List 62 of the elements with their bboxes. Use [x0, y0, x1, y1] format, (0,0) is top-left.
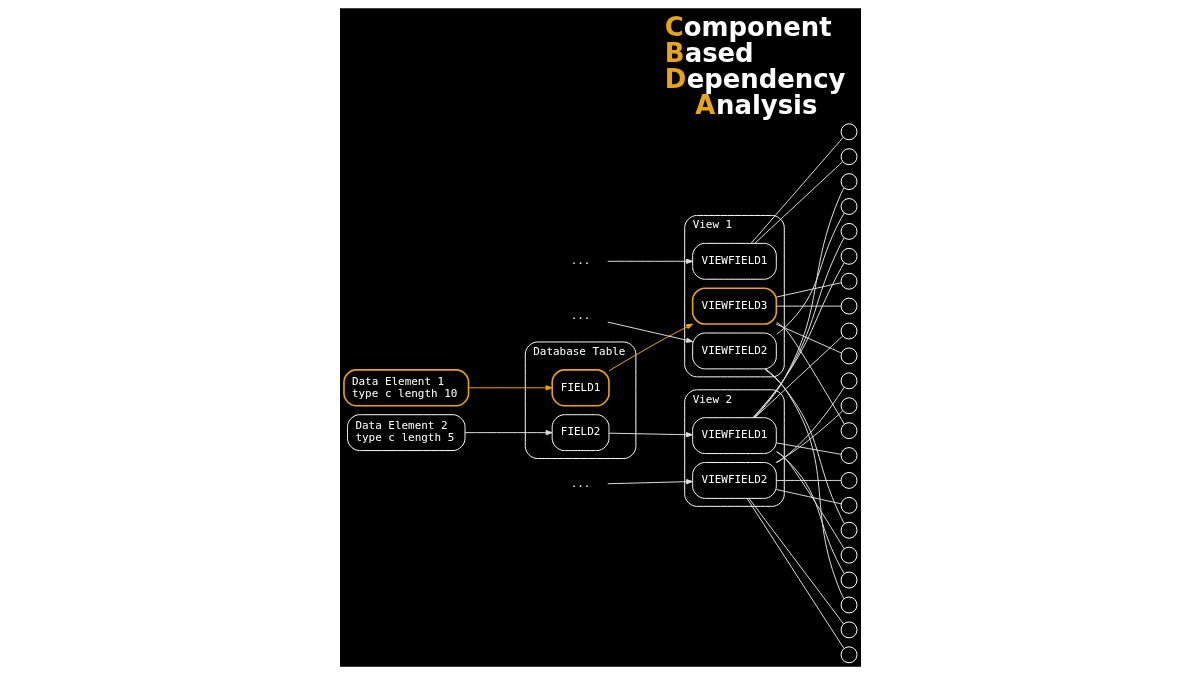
node-circle — [840, 198, 857, 215]
connector — [775, 212, 845, 335]
connector — [775, 479, 841, 481]
node-circle — [840, 297, 857, 315]
connector — [753, 161, 843, 244]
node-circle — [840, 571, 857, 589]
node-box: VIEWFIELD2 — [691, 332, 777, 370]
connector — [763, 368, 845, 525]
node-circle — [840, 247, 857, 265]
node-text: ... — [570, 477, 590, 491]
connector — [775, 489, 841, 505]
connector — [774, 410, 843, 463]
connector — [764, 368, 844, 600]
connector — [775, 451, 845, 550]
node-circle — [840, 322, 857, 340]
node-box: Data Element 1 type c length 10 — [342, 369, 469, 407]
connector — [753, 187, 844, 419]
connector — [750, 136, 844, 244]
arrow — [606, 479, 693, 485]
node-circle — [840, 397, 857, 415]
node-circle — [840, 372, 857, 390]
connector — [775, 321, 845, 425]
node-circle — [840, 173, 857, 191]
node-box: Data Element 2 type c length 5 — [346, 414, 465, 452]
node-circle — [840, 347, 857, 365]
node-circle — [840, 272, 857, 290]
connector — [775, 442, 841, 455]
connector — [746, 497, 844, 649]
diagram-title: Component Based Dependency Analysis — [664, 11, 846, 120]
node-text: ... — [570, 254, 590, 268]
node-box: VIEWFIELD3 — [691, 287, 777, 325]
connector — [775, 305, 841, 307]
node-box: FIELD2 — [551, 414, 609, 452]
connector — [775, 386, 845, 464]
connector — [753, 335, 843, 419]
connector — [748, 497, 844, 625]
node-circle — [840, 621, 857, 639]
node-circle — [840, 148, 857, 166]
arrow — [606, 258, 693, 264]
node-circle — [840, 447, 857, 464]
arrow — [467, 385, 552, 391]
node-box: VIEWFIELD1 — [691, 417, 777, 455]
node-text: ... — [570, 308, 590, 322]
node-circle — [840, 222, 857, 240]
arrow — [608, 323, 693, 372]
connector — [775, 282, 841, 298]
connector — [775, 451, 845, 574]
node-box: VIEWFIELD1 — [691, 242, 777, 280]
arrow — [608, 432, 693, 438]
node-circle — [840, 472, 857, 489]
node-circle — [840, 496, 857, 514]
node-circle — [840, 596, 857, 614]
arrow — [464, 430, 553, 436]
node-circle — [840, 123, 857, 141]
node-circle — [840, 646, 857, 664]
node-circle — [840, 521, 857, 539]
connector — [775, 323, 842, 354]
node-box: VIEWFIELD2 — [691, 462, 777, 499]
node-box: FIELD1 — [550, 369, 610, 407]
arrow — [606, 321, 693, 343]
node-circle — [840, 546, 857, 564]
node-circle — [840, 422, 857, 440]
